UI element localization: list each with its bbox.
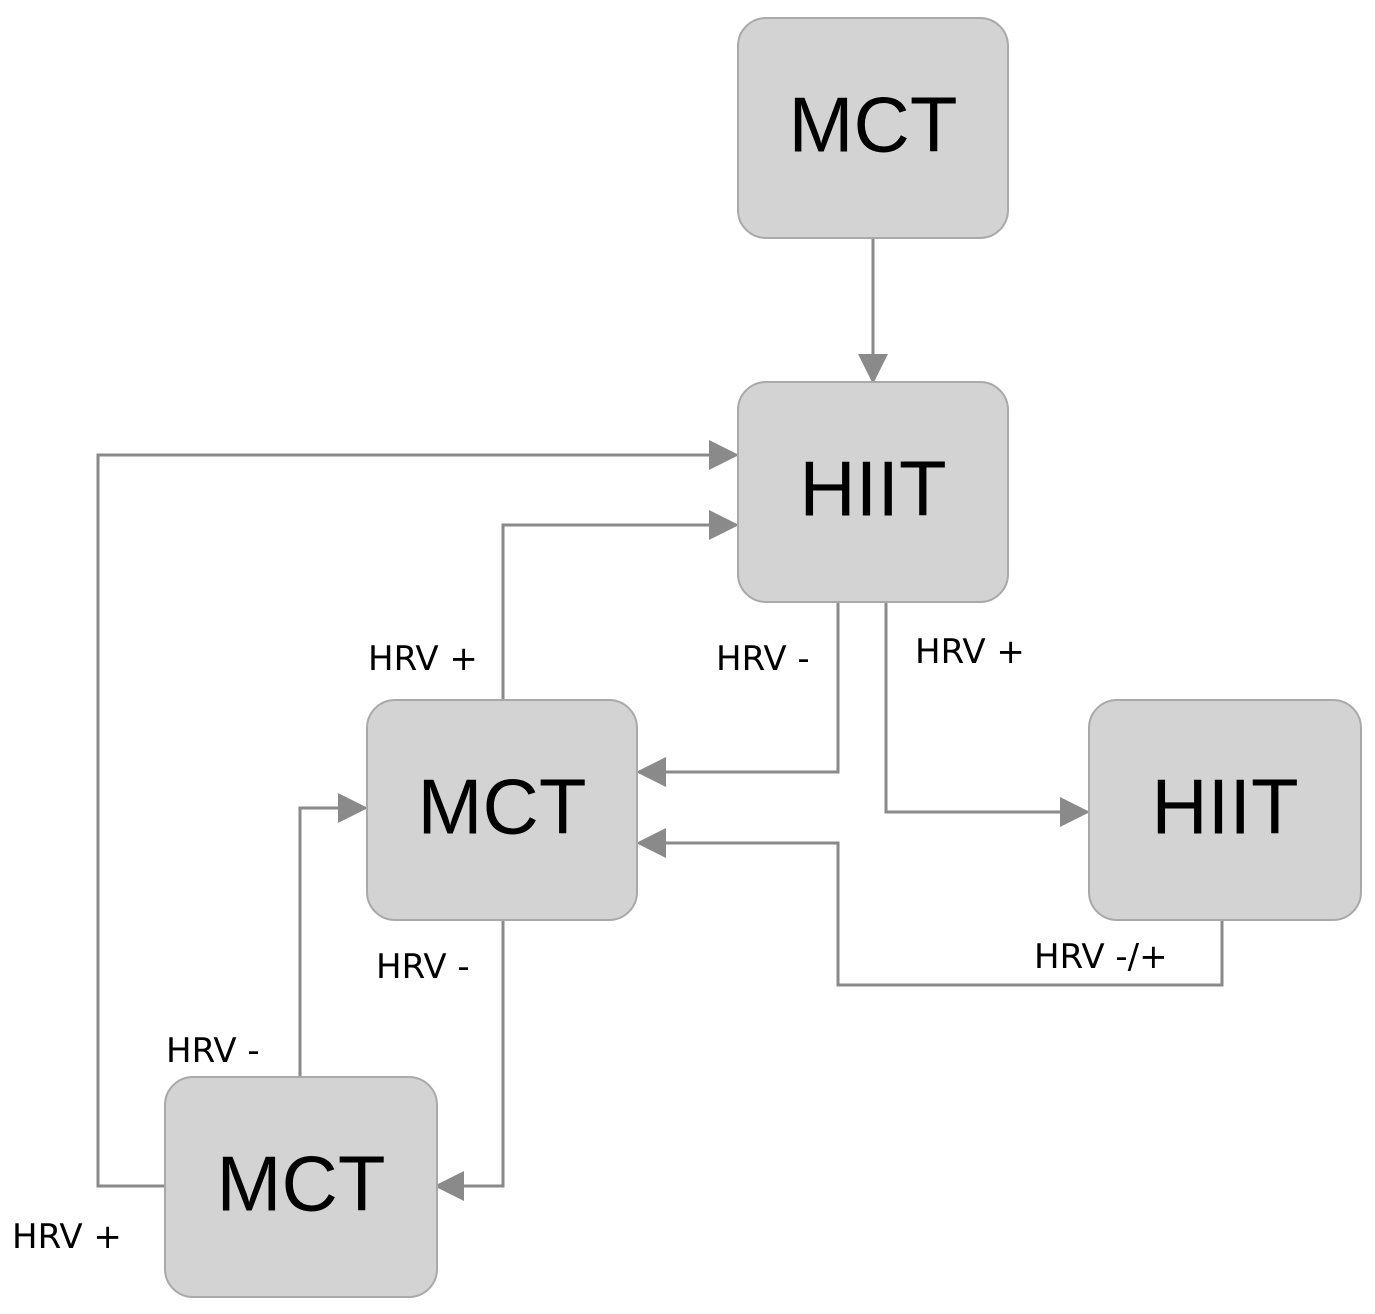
label-mct-bottom-to-hiit-center: HRV + (12, 1217, 122, 1257)
label-hiit-right-to-mct-middle: HRV -/+ (1034, 937, 1168, 977)
label-hiit-center-to-hiit-right: HRV + (915, 632, 1025, 672)
node-mct-middle-label: MCT (418, 763, 587, 851)
edge-labels: HRV + HRV - HRV + HRV - HRV -/+ HRV - HR… (12, 632, 1168, 1257)
node-hiit-center-label: HIIT (799, 445, 946, 533)
edge-hiit-center-to-mct-middle (636, 602, 840, 787)
edges (96, 238, 1224, 1201)
node-hiit-right: HIIT (1088, 699, 1362, 921)
edge-mct-bottom-to-hiit-center (96, 440, 739, 1188)
edge-mct-middle-to-hiit-center (501, 510, 739, 702)
edge-mct-middle-to-mct-bottom (434, 920, 505, 1201)
node-mct-top-label: MCT (789, 81, 958, 169)
label-hiit-center-to-mct-middle: HRV - (716, 639, 810, 679)
node-mct-middle: MCT (366, 699, 638, 921)
label-mct-middle-to-mct-bottom: HRV - (376, 947, 470, 987)
edge-mct-bottom-to-mct-middle (298, 793, 368, 1078)
node-mct-bottom: MCT (164, 1076, 438, 1298)
edge-hiit-center-to-hiit-right (884, 602, 1090, 827)
node-hiit-right-label: HIIT (1151, 763, 1298, 851)
node-mct-top: MCT (737, 17, 1009, 239)
edge-hiit-right-to-mct-middle (636, 828, 1224, 987)
label-mct-bottom-to-mct-middle: HRV - (166, 1031, 260, 1071)
node-mct-bottom-label: MCT (217, 1140, 386, 1228)
label-mct-middle-to-hiit-center: HRV + (368, 639, 478, 679)
node-hiit-center: HIIT (737, 381, 1009, 603)
